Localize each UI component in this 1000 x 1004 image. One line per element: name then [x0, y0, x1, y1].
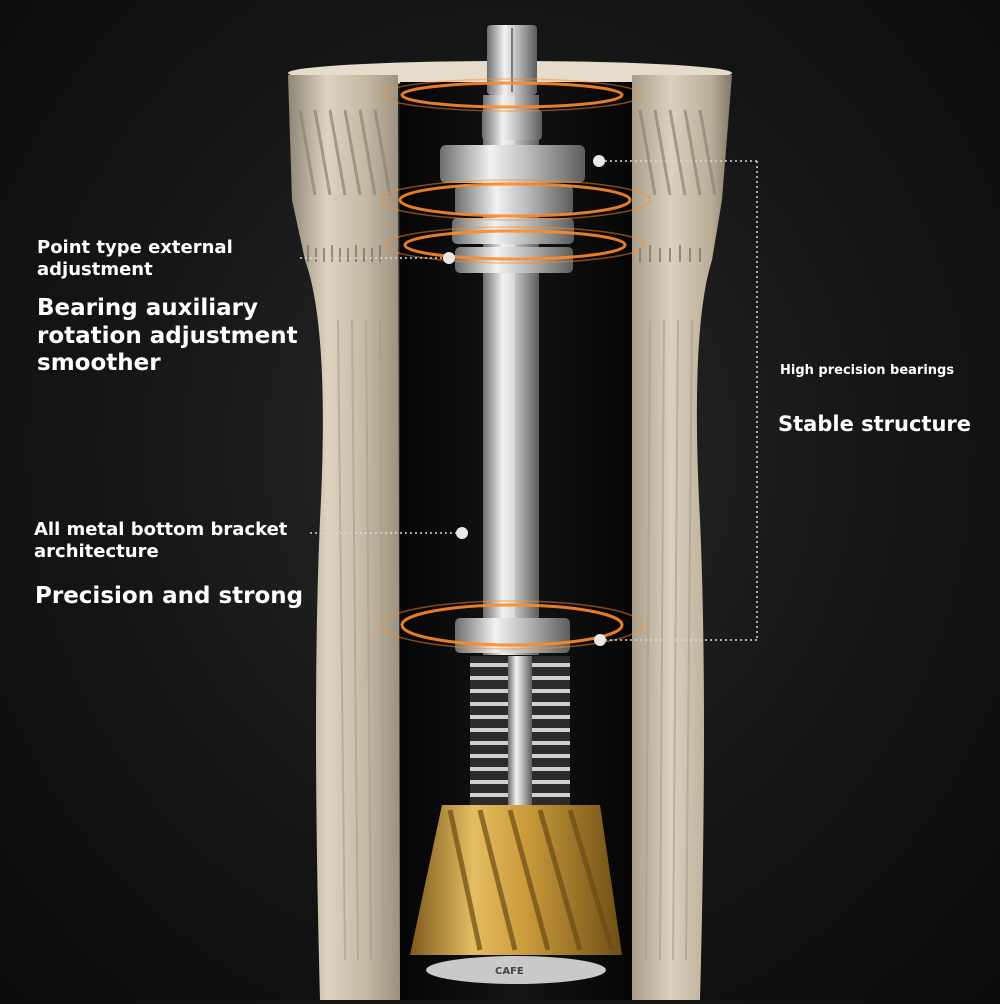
label-high-precision-bearings: High precision bearings	[780, 363, 955, 378]
label-stable-structure: Stable structure	[778, 412, 971, 436]
bearing-ring-icon	[440, 110, 585, 273]
knurled-band-left	[298, 109, 392, 196]
burr-icon: CAFE	[410, 805, 622, 984]
burr-marking: CAFE	[495, 966, 524, 977]
callout-lines	[300, 160, 758, 641]
hex-nut-icon	[487, 25, 537, 95]
body-right-wall	[630, 75, 732, 1000]
label-point-type: Point type external adjustment	[37, 237, 233, 280]
knurled-band-right	[638, 109, 717, 196]
callout-dots	[443, 155, 606, 646]
label-all-metal: All metal bottom bracket architecture	[34, 519, 288, 562]
body-left-wall	[288, 75, 400, 1000]
label-bearing-auxiliary: Bearing auxiliary rotation adjustment sm…	[37, 295, 298, 377]
scale-ticks	[307, 245, 701, 262]
label-precision: Precision and strong	[35, 583, 304, 609]
spring-icon	[470, 656, 570, 806]
glow-rings	[379, 78, 651, 650]
